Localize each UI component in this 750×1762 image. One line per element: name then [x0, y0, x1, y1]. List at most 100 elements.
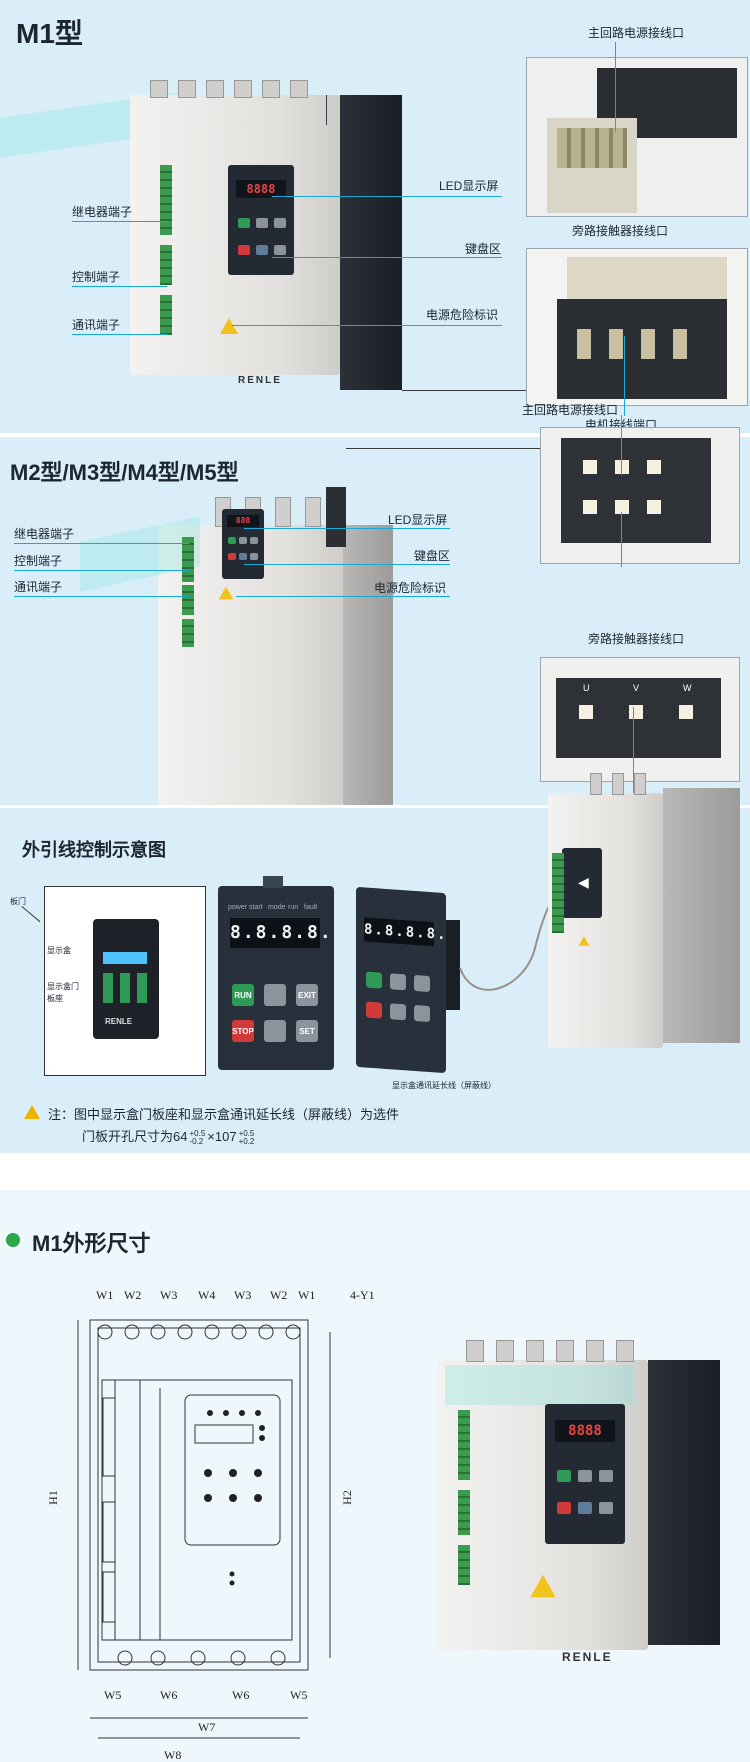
angled-key — [414, 974, 430, 993]
keypad-front: power start mode run fault 8.8.8.8. RUN … — [218, 876, 334, 1070]
keypad-front-top-connector — [263, 876, 283, 888]
note-tol1-up: +0.5 — [189, 1128, 206, 1138]
m2-label-hazard: 电源危险标识 — [374, 581, 447, 595]
m2-inset-bypass-terminal — [581, 498, 599, 516]
dim-label-w5-left: W5 — [104, 1688, 122, 1702]
m1-brand-logo: RENLE — [238, 375, 282, 386]
display-box-base-label: 显示盒门板座 — [47, 982, 79, 1003]
m1-inset-label-mains: 主回路电源接线口 — [588, 26, 685, 40]
key-set: SET — [296, 1020, 318, 1042]
dim-label-h1: H1 — [45, 1490, 60, 1505]
display-box-label: 显示盒 — [47, 946, 71, 955]
m1-label-relay: 继电器端子 — [72, 205, 133, 219]
dim-device-side — [648, 1360, 720, 1645]
ext-device-terminal — [552, 853, 564, 933]
m1-key — [256, 245, 268, 255]
dim-label-w8: W8 — [164, 1748, 182, 1762]
dim-brand-logo: RENLE — [562, 1650, 613, 1664]
dim-top-fin — [496, 1340, 514, 1362]
dim-comm-terminal — [458, 1545, 470, 1585]
m1-label-control: 控制端子 — [72, 270, 121, 284]
key-exit: EXIT — [296, 984, 318, 1006]
ext-busbar — [590, 773, 602, 795]
m2-label-keyboard: 键盘区 — [414, 549, 451, 563]
key-run: RUN — [232, 984, 254, 1006]
m2-inset-pointer — [621, 512, 622, 567]
m1-leader-control — [72, 286, 167, 287]
note-tol2-up: +0.5 — [238, 1128, 255, 1138]
m2-busbar — [275, 497, 291, 527]
dim-label-w4: W4 — [198, 1288, 216, 1302]
m2-key — [239, 553, 247, 560]
m1-leader-led — [272, 196, 502, 197]
m2-connector-line — [346, 448, 540, 449]
m2-comm-terminal — [182, 619, 194, 647]
note-mid: ×107 — [207, 1129, 237, 1144]
ext-title: 外引线控制示意图 — [22, 840, 166, 860]
m2-leader-relay — [14, 543, 189, 544]
m2-title: M2型/M3型/M4型/M5型 — [10, 460, 239, 485]
keypad-top-label-fault: fault — [304, 904, 318, 911]
keypad-top-label-run: run — [288, 904, 299, 911]
note-tol2-down: +0.2 — [238, 1136, 255, 1146]
m2-control-terminal — [182, 585, 194, 615]
m2-inset-motor: U V W — [540, 657, 740, 782]
keypad-top-label-start: start — [249, 904, 263, 911]
dim-label-w3-left: W3 — [160, 1288, 178, 1302]
dim-key-stop — [557, 1502, 571, 1514]
m1-key — [256, 218, 268, 228]
note-line1: 注：图中显示盒门板座和显示盒通讯延长线（屏蔽线）为选件 — [48, 1107, 400, 1122]
dim-top-fin — [616, 1340, 634, 1362]
door-box-brand: RENLE — [105, 1017, 133, 1026]
m2-leader-hazard — [236, 596, 450, 597]
dim-led-display: 8888 — [555, 1420, 615, 1442]
m2-key — [250, 553, 258, 560]
m2-inset-mains-body — [561, 438, 711, 543]
keypad-top-label-mode: mode — [268, 904, 286, 911]
m2-inset-mains — [540, 427, 740, 564]
door-box-keys — [103, 973, 147, 1003]
dim-top-fin — [466, 1340, 484, 1362]
m2-led-display: 888 — [227, 515, 259, 527]
m1-led-display: 8888 — [236, 180, 286, 198]
angled-key — [414, 1004, 430, 1023]
note-line2-prefix: 门板开孔尺寸为64 — [82, 1129, 188, 1144]
m1-label-hazard: 电源危险标识 — [426, 308, 499, 322]
dim-relay-terminal — [458, 1410, 470, 1480]
dimension-drawing — [77, 1319, 331, 1739]
m2-leader-keyboard — [244, 564, 450, 565]
angled-key-stop — [366, 1001, 382, 1019]
m2-key-stop — [228, 553, 236, 560]
m1-top-fin — [150, 80, 168, 98]
door-label: 板门 — [10, 897, 26, 906]
ext-hazard-icon — [578, 936, 590, 946]
angled-key-run — [366, 971, 382, 989]
dim-label-w7: W7 — [198, 1720, 216, 1734]
m2-device-side — [343, 525, 393, 805]
m2-inset-label-mains: 主回路电源接线口 — [522, 403, 619, 417]
m1-top-fin — [234, 80, 252, 98]
dim-section: M1外形尺寸 — [0, 1190, 750, 1762]
m2-inset-motor-pointer — [633, 707, 634, 805]
m1-inset-mains-pointer — [615, 42, 616, 132]
m1-comm-terminal — [160, 295, 172, 335]
m1-inset-label-bypass: 旁路接触器接线口 — [572, 224, 669, 238]
ext-section: 外引线控制示意图 板门 RENLE 显示盒 显示盒门板座 power start… — [0, 773, 750, 1153]
cable-label: 显示盒通讯延长线（屏蔽线） — [392, 1081, 496, 1090]
m2-inset-motor-terminal — [627, 703, 645, 721]
m1-leader-comm — [72, 334, 167, 335]
keypad-angled: 8.8.8.8. — [356, 886, 447, 1074]
ext-busbar — [634, 773, 646, 795]
dim-label-hole: 4-Y1 — [350, 1288, 375, 1302]
ext-device-body — [548, 793, 663, 1048]
m1-top-fin — [206, 80, 224, 98]
note-tol1-down: -0.2 — [189, 1136, 204, 1146]
dim-label-w1-left: W1 — [96, 1288, 114, 1302]
m1-label-keyboard: 键盘区 — [465, 242, 502, 256]
dim-top-fin — [586, 1340, 604, 1362]
m2-leader-led — [244, 528, 450, 529]
m2-side-label-plate — [326, 487, 346, 547]
note-line2: 门板开孔尺寸为64+0.5-0.2×107+0.5+0.2 — [82, 1126, 254, 1146]
m1-title: M1型 — [16, 18, 83, 49]
m1-inset-motor — [526, 248, 748, 406]
